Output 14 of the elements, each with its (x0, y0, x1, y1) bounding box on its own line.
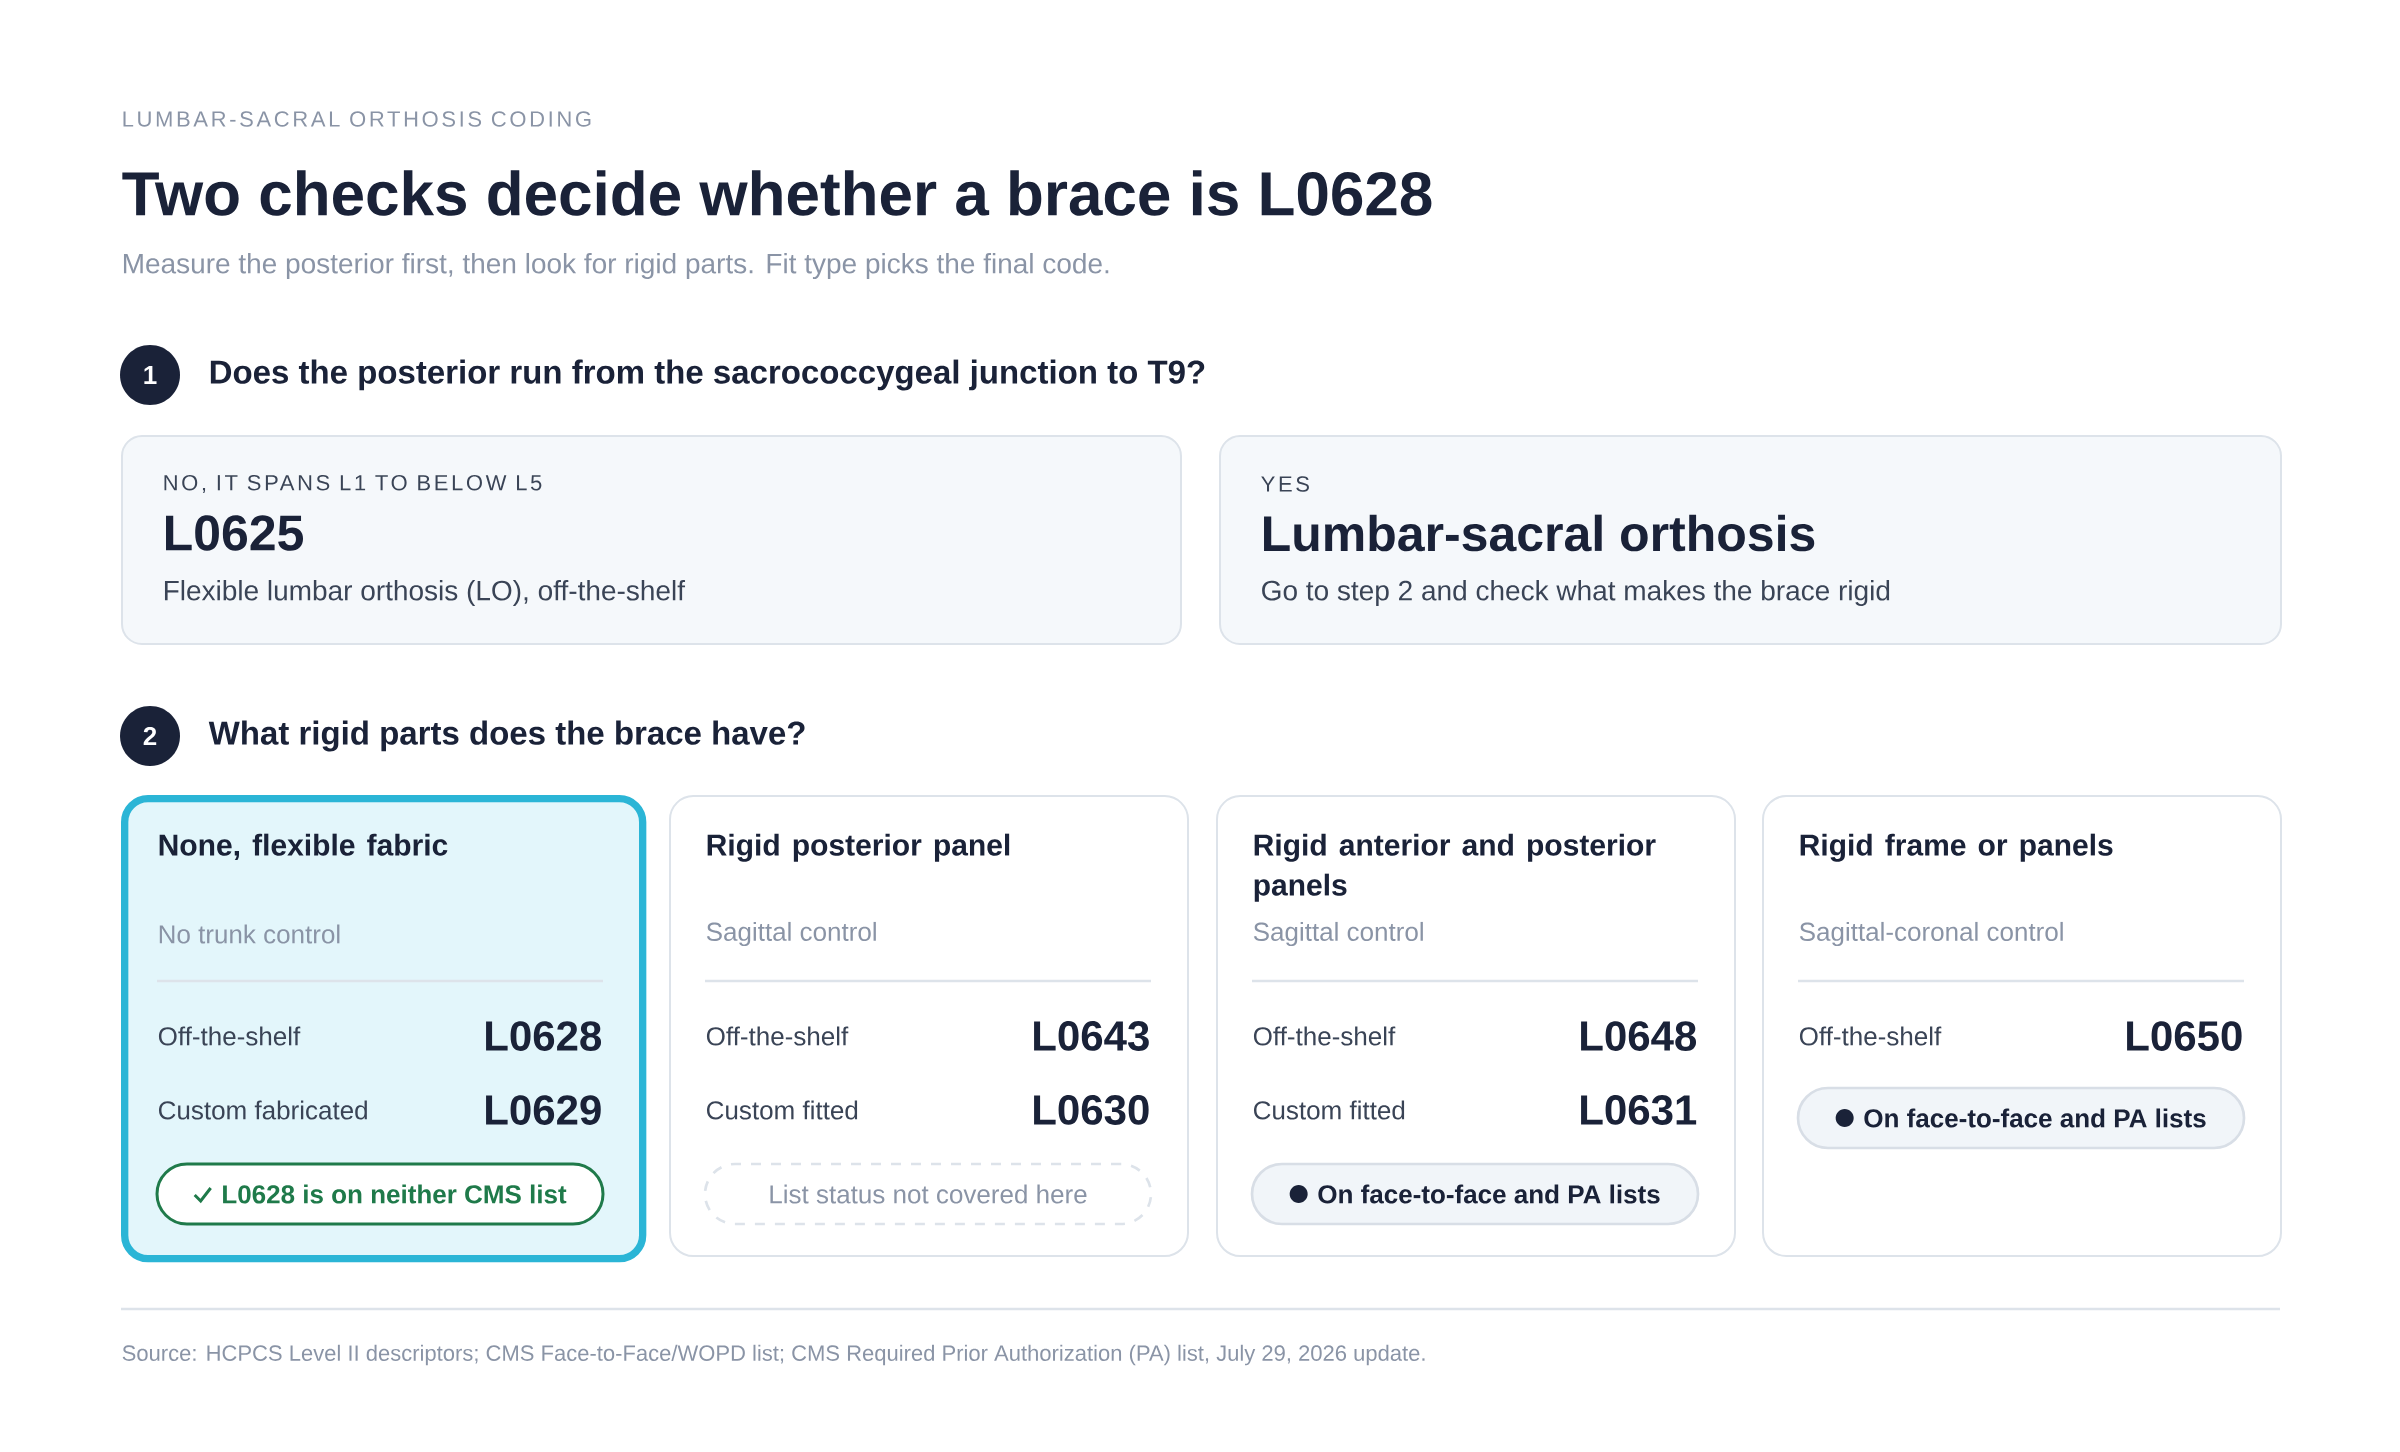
step-question: What rigid parts does the brace have? (208, 720, 805, 752)
status-badge: On face-to-face and PA lists (1250, 1162, 1700, 1226)
kicker: LUMBAR-SACRAL ORTHOSIS CODING (123, 111, 591, 127)
answer-card: NO, IT SPANS L1 TO BELOW L5 L0625 Flexible lumbar orthosis (LO), off-the-shelf (121, 435, 1182, 645)
step-question: Does the posterior run from the sacrococcygeal junction to T9? (210, 359, 1205, 391)
title: Two checks decide whether a brace is L0628 (122, 170, 1432, 216)
step-number: 1 (120, 345, 180, 405)
step-number: 2 (120, 706, 180, 766)
status-badge: L0628 is on neither CMS list (155, 1162, 605, 1226)
status-badge: List status not covered here (703, 1162, 1153, 1226)
status-badge: On face-to-face and PA lists (1796, 1086, 2246, 1150)
subtitle: Measure the posterior first, then look for rigid parts. Fit type picks the final code. (123, 252, 1109, 280)
source-note: Source: HCPCS Level II descriptors; CMS Face-to-Face/WOPD list; CMS Required Prior Authorization (PA) list, July 29, 2026 update. (122, 1344, 1425, 1366)
answer-card: YES Lumbar-sacral orthosis Go to step 2 and check what makes the brace rigid (1219, 435, 2282, 645)
